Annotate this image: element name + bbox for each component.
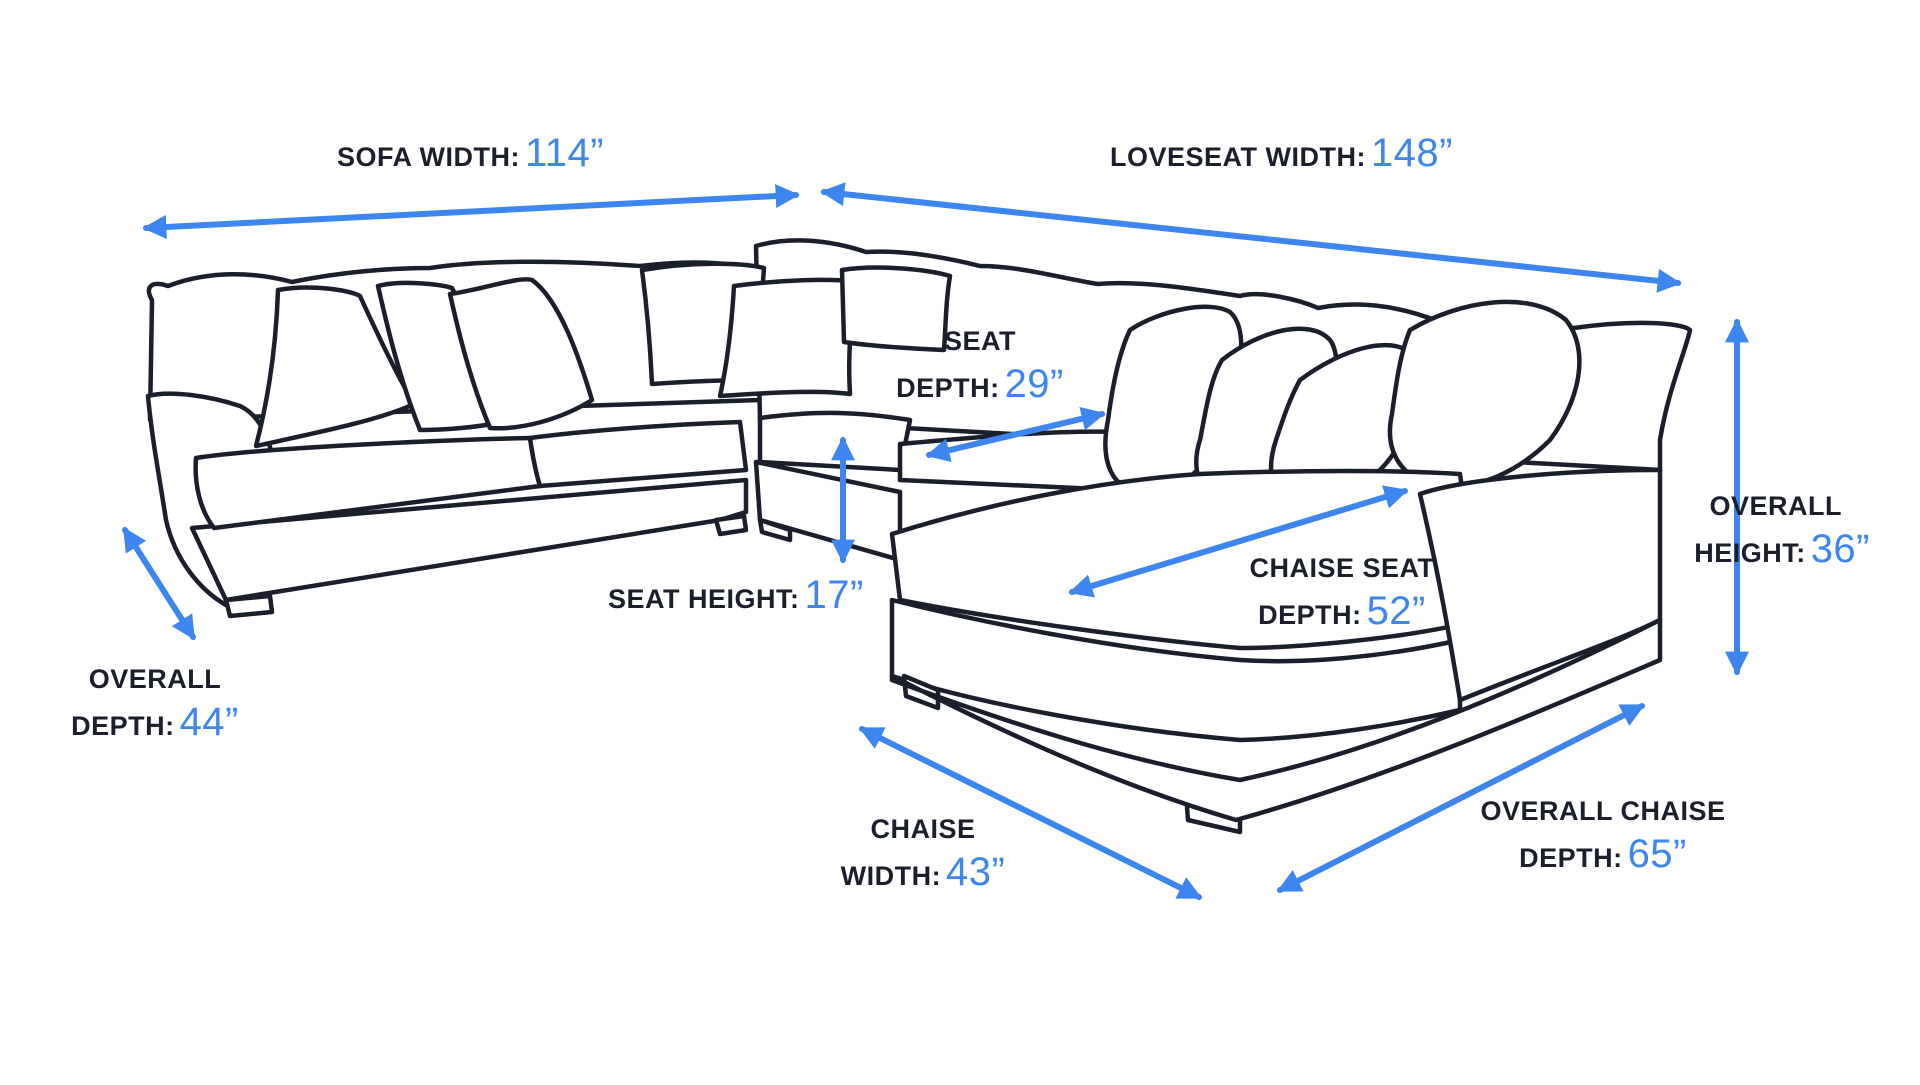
sofa-seat-cushion-1 xyxy=(193,435,543,531)
sofa-width-arrow xyxy=(142,184,800,239)
seat-depth-arrow xyxy=(925,407,1106,462)
sofa-width-label: SOFA WIDTH: 114” xyxy=(337,131,605,175)
chaise-width-arrow xyxy=(858,726,1203,900)
chaise-seat-depth-arrow xyxy=(1068,485,1409,598)
pillow-3 xyxy=(447,277,595,431)
loveseat-seat xyxy=(897,429,1123,493)
pillow-5 xyxy=(717,277,861,399)
loveseat-width-label: LOVESEAT WIDTH: 148” xyxy=(1110,131,1453,175)
corner-foot xyxy=(757,517,793,543)
corner-base xyxy=(753,459,903,563)
pillow-1 xyxy=(253,285,417,449)
seat-height-label: SEAT HEIGHT: 17” xyxy=(608,573,864,617)
chaise-seat-depth-label: CHAISE SEAT DEPTH: 52” xyxy=(1249,553,1435,633)
overall-chaise-depth-label: OVERALL CHAISE DEPTH: 65” xyxy=(1480,796,1726,876)
overall-chaise-depth-arrow xyxy=(1276,703,1646,893)
sofa-outline xyxy=(145,238,1693,835)
overall-depth-arrow xyxy=(122,526,196,641)
loveseat-pillow-4 xyxy=(1387,299,1582,489)
overall-depth-label: OVERALL DEPTH: 44” xyxy=(71,664,239,744)
sofa-seat-cushion-2 xyxy=(527,419,749,489)
chaise-width-label: CHAISE WIDTH: 43” xyxy=(840,814,1006,894)
sofa-foot-1 xyxy=(223,593,275,619)
corner-seat xyxy=(757,410,913,473)
overall-height-label: OVERALL HEIGHT: 36” xyxy=(1694,491,1870,571)
sofa-foot-2 xyxy=(713,513,749,537)
seat-depth-label: SEAT DEPTH: 29” xyxy=(896,326,1064,406)
loveseat-width-arrow xyxy=(820,182,1682,293)
